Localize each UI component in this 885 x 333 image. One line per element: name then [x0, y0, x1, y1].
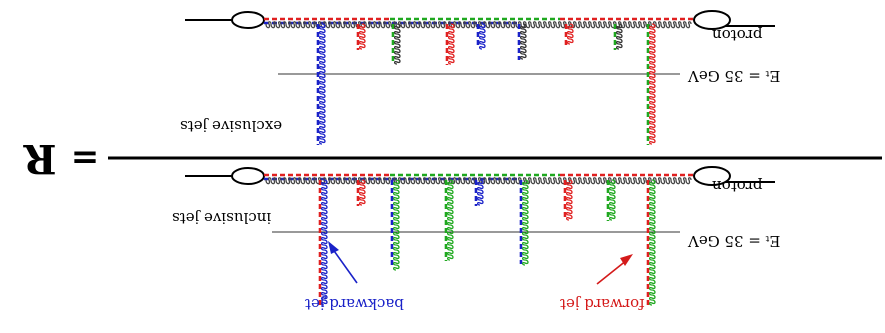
gluon-rung-pair-7	[608, 179, 616, 221]
gluon-rung-pair-3	[447, 23, 455, 65]
proton-blob-right	[693, 166, 731, 186]
gluon-rung-pair-0	[320, 179, 328, 306]
backward-jet-label: backward jet	[305, 295, 404, 313]
denominator-diagram	[185, 166, 775, 306]
gluon-rung-pair-0	[318, 23, 326, 145]
forward-jet-arrow	[596, 254, 633, 285]
numerator-threshold-label: Eₜ = 35 GeV	[688, 67, 781, 85]
denominator-region-label: inclusive jets	[172, 209, 272, 227]
gluon-rung-pair-6	[566, 23, 574, 45]
equals-sign: =	[70, 137, 100, 177]
proton-blob-left	[231, 167, 265, 185]
proton-blob-left	[231, 11, 265, 29]
gluon-rung-pair-4	[478, 23, 486, 50]
gluon-rung-pair-8	[648, 179, 656, 306]
ladder-gluon-rail	[265, 177, 692, 185]
gluon-rung-pair-4	[476, 179, 484, 206]
denominator-threshold-label: Eₜ = 35 GeV	[688, 232, 781, 250]
numerator-region-label: exclusive jets	[180, 117, 283, 135]
gluon-rung-pair-7	[615, 23, 623, 50]
gluon-rung-pair-2	[393, 23, 401, 65]
gluon-rung-pair-1	[358, 23, 366, 50]
gluon-rung-pair-3	[446, 179, 454, 261]
gluon-rung-pair-6	[565, 179, 573, 221]
ratio-symbol: R	[23, 135, 57, 182]
gluon-rung-pair-8	[648, 23, 656, 145]
gluon-rung-pair-2	[392, 179, 400, 271]
proton-blob-right	[693, 10, 731, 30]
numerator-diagram	[185, 10, 775, 145]
numerator-proton-label: proton	[712, 26, 763, 44]
gluon-rung-pair-1	[358, 179, 366, 206]
backward-jet-arrow	[328, 241, 358, 284]
gluon-rung-pair-5	[519, 23, 527, 60]
forward-jet-label: forward jet	[560, 295, 645, 313]
denominator-proton-label: proton	[712, 177, 763, 195]
gluon-rung-pair-5	[521, 179, 529, 266]
